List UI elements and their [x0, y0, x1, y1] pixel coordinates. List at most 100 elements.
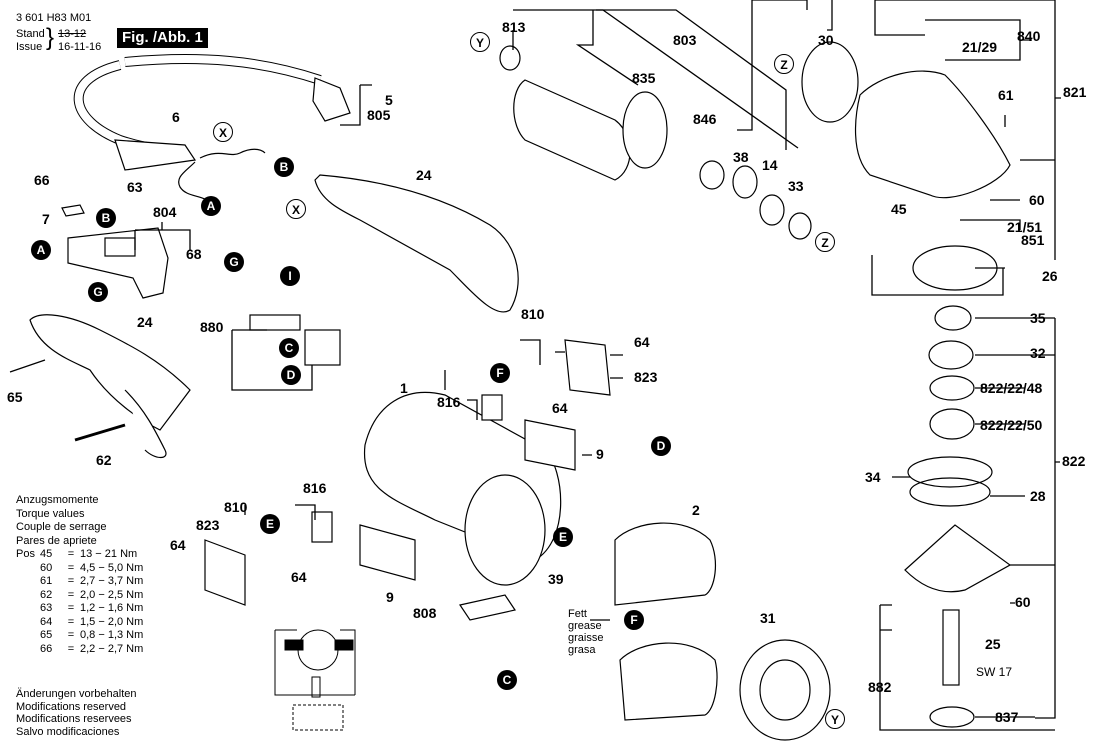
part-21-29[interactable]: 21/29 — [962, 39, 998, 55]
reference-marker-y: Y — [825, 709, 845, 729]
part-64-left[interactable]: 64 — [170, 537, 186, 553]
part-808[interactable]: 808 — [413, 605, 437, 621]
part-846[interactable]: 846 — [693, 111, 717, 127]
part-66[interactable]: 66 — [34, 172, 50, 188]
note-es: Salvo modificaciones — [16, 725, 120, 738]
part-34[interactable]: 34 — [865, 469, 881, 485]
part-62[interactable]: 62 — [96, 452, 112, 468]
part-64-top[interactable]: 64 — [634, 334, 650, 350]
part-21-51[interactable]: 21/51 — [1007, 219, 1043, 235]
torque-eq: = — [67, 575, 75, 587]
part-882[interactable]: 882 — [868, 679, 892, 695]
part-880[interactable]: 880 — [200, 319, 224, 335]
torque-eq: = — [67, 615, 75, 628]
part-803[interactable]: 803 — [673, 32, 697, 48]
part-837[interactable]: 837 — [995, 709, 1019, 725]
connector-marker-b: B — [274, 157, 294, 177]
part-60-flange[interactable]: 60 — [1015, 594, 1031, 610]
part-31[interactable]: 31 — [760, 610, 776, 626]
grease-fr: graisse — [568, 632, 604, 644]
part-810-top[interactable]: 810 — [521, 306, 545, 322]
part-64-mid[interactable]: 64 — [552, 400, 568, 416]
part-804[interactable]: 804 — [153, 204, 177, 220]
part-24-top[interactable]: 24 — [416, 167, 432, 183]
torque-row: 60=4,5 − 5,0 Nm — [16, 562, 143, 576]
document-number: 3 601 H83 M01 — [16, 12, 92, 24]
connector-marker-g: G — [88, 282, 108, 302]
switch-assembly — [67, 227, 169, 299]
torque-pos: 63 — [40, 602, 53, 614]
part-26[interactable]: 26 — [1042, 268, 1058, 284]
part-813[interactable]: 813 — [502, 19, 526, 35]
stand-label: Stand — [16, 28, 45, 40]
connector-marker-f: F — [624, 610, 644, 630]
screw-62 — [74, 423, 126, 442]
part-5[interactable]: 5 — [385, 92, 393, 108]
part-816-left[interactable]: 816 — [303, 480, 327, 496]
torque-pos: 64 — [40, 615, 53, 628]
bevel-gear-30 — [801, 41, 859, 123]
part-45[interactable]: 45 — [891, 201, 907, 217]
part-14[interactable]: 14 — [762, 157, 778, 173]
plug — [312, 77, 351, 122]
part-24-bottom[interactable]: 24 — [137, 314, 153, 330]
part-7[interactable]: 7 — [42, 211, 50, 227]
torque-row: 66=2,2 − 2,7 Nm — [16, 643, 143, 657]
modifications-notice: Änderungen vorbehalten Modifications res… — [16, 688, 136, 738]
part-840[interactable]: 840 — [1017, 28, 1041, 44]
part-68[interactable]: 68 — [186, 246, 202, 262]
reference-marker-z: Z — [815, 232, 835, 252]
leader-lines — [134, 0, 1061, 731]
part-39[interactable]: 39 — [548, 571, 564, 587]
part-64-lower[interactable]: 64 — [291, 569, 307, 585]
screw-65 — [9, 359, 46, 373]
part-822-22-48[interactable]: 822/22/48 — [980, 380, 1043, 396]
part-816-top[interactable]: 816 — [437, 394, 461, 410]
spindle-wrench-size: SW 17 — [976, 665, 1013, 679]
part-822-22-50[interactable]: 822/22/50 — [980, 417, 1043, 433]
part-6[interactable]: 6 — [172, 109, 180, 125]
torque-value: 4,5 − 5,0 Nm — [80, 561, 144, 574]
torque-eq: = — [67, 629, 75, 641]
part-810-left[interactable]: 810 — [224, 499, 248, 515]
torque-eq: = — [67, 548, 75, 560]
torque-row: 63=1,2 − 1,6 Nm — [16, 602, 143, 616]
handle-half-top — [314, 174, 519, 313]
part-822[interactable]: 822 — [1062, 453, 1086, 469]
part-823-top[interactable]: 823 — [634, 369, 658, 385]
part-28[interactable]: 28 — [1030, 488, 1046, 504]
part-835[interactable]: 835 — [632, 70, 656, 86]
part-65[interactable]: 65 — [7, 389, 23, 405]
part-9-bottom[interactable]: 9 — [386, 589, 394, 605]
part-33[interactable]: 33 — [788, 178, 804, 194]
part-32[interactable]: 32 — [1030, 345, 1046, 361]
torque-pos: 65 — [40, 629, 53, 641]
torque-values-table: Anzugsmomente Torque values Couple de se… — [16, 494, 143, 656]
part-25[interactable]: 25 — [985, 636, 1001, 652]
handle-half-bottom — [29, 314, 191, 431]
part-2[interactable]: 2 — [692, 502, 700, 518]
part-9-top[interactable]: 9 — [596, 446, 604, 462]
reference-marker-z: Z — [774, 54, 794, 74]
part-30[interactable]: 30 — [818, 32, 834, 48]
label-9-bottom — [359, 524, 416, 581]
connector-marker-a: A — [201, 196, 221, 216]
note-de: Änderungen vorbehalten — [16, 688, 137, 700]
part-851[interactable]: 851 — [1021, 232, 1045, 248]
part-61[interactable]: 61 — [998, 87, 1014, 103]
bearing-flange — [904, 524, 1012, 593]
part-1[interactable]: 1 — [400, 380, 408, 396]
figure-label: Fig. /Abb. 1 — [117, 28, 208, 48]
connector-marker-c: C — [497, 670, 517, 690]
torque-eq: = — [67, 642, 75, 655]
part-63[interactable]: 63 — [127, 179, 143, 195]
part-805[interactable]: 805 — [367, 107, 391, 123]
part-823-left[interactable]: 823 — [196, 517, 220, 533]
torque-row: 65=0,8 − 1,3 Nm — [16, 629, 143, 643]
reference-marker-x: X — [213, 122, 233, 142]
part-35[interactable]: 35 — [1030, 310, 1046, 326]
part-60-housing[interactable]: 60 — [1029, 192, 1045, 208]
torque-title-fr: Couple de serrage — [16, 521, 107, 533]
part-821[interactable]: 821 — [1063, 84, 1087, 100]
part-38[interactable]: 38 — [733, 149, 749, 165]
